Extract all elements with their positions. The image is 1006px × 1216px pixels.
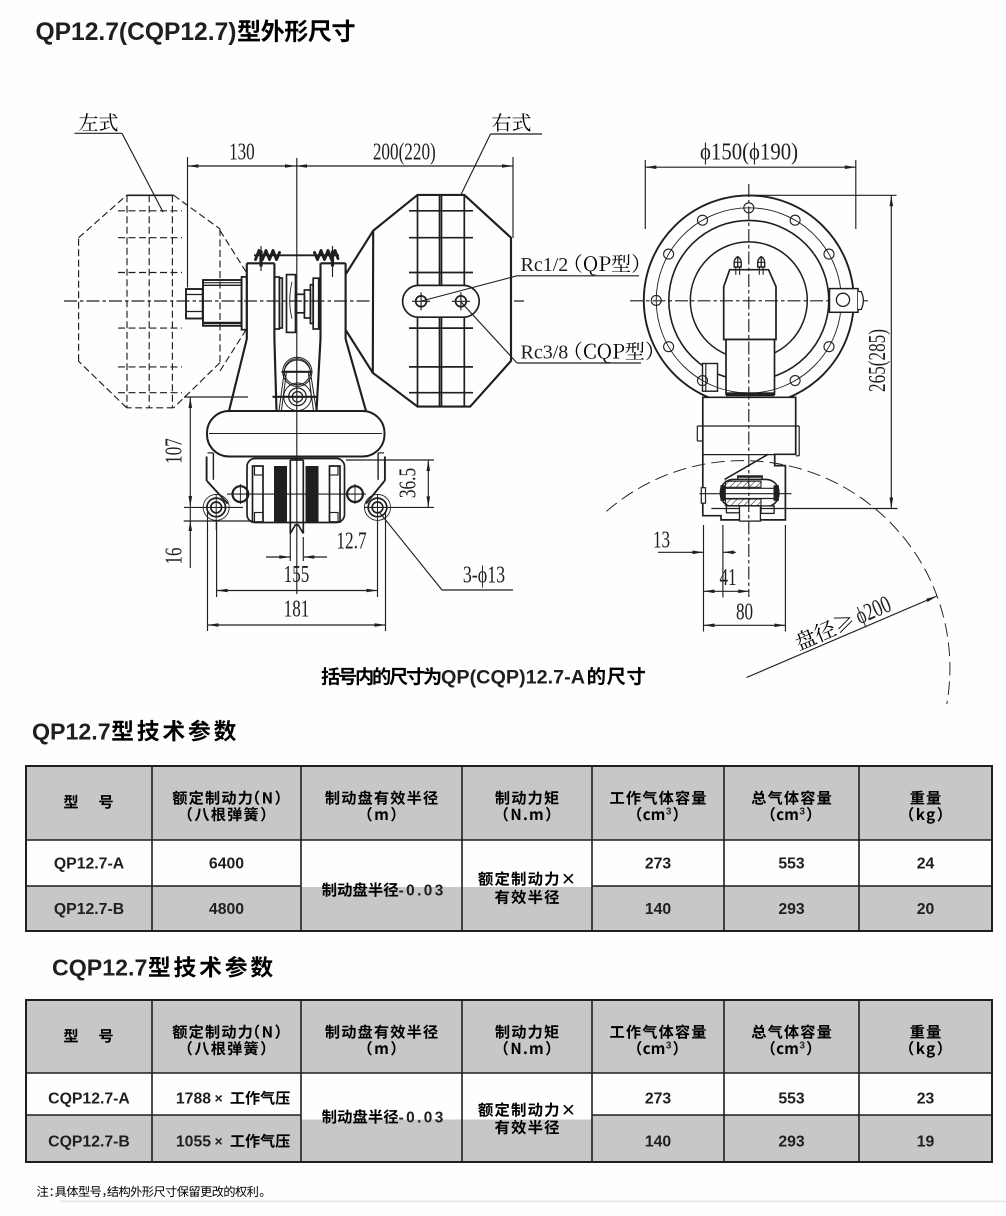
- svg-text:23: 23: [917, 1091, 935, 1108]
- svg-text:3: 3: [799, 1041, 805, 1052]
- svg-text:QP12.7(CQP12.7): QP12.7(CQP12.7): [36, 19, 237, 46]
- svg-text:QP12.7-A: QP12.7-A: [54, 856, 124, 873]
- svg-text:1055: 1055: [176, 1134, 211, 1151]
- svg-text:41: 41: [719, 564, 736, 591]
- svg-text:155: 155: [284, 561, 310, 588]
- svg-text:36.5: 36.5: [395, 468, 422, 498]
- svg-text:Rc1/2: Rc1/2: [521, 254, 569, 276]
- svg-text:CQP12.7: CQP12.7: [52, 955, 147, 981]
- svg-text:CQP12.7-A: CQP12.7-A: [48, 1091, 130, 1108]
- svg-text:6400: 6400: [209, 856, 244, 873]
- svg-text:130: 130: [229, 139, 255, 166]
- svg-text:200(220): 200(220): [373, 139, 436, 166]
- svg-text:QP12.7-B: QP12.7-B: [54, 901, 124, 918]
- svg-text:293: 293: [778, 1134, 805, 1151]
- svg-text:QP12.7: QP12.7: [32, 719, 111, 745]
- svg-text:80: 80: [736, 599, 753, 626]
- svg-text:×: ×: [215, 1090, 223, 1106]
- svg-text:1788: 1788: [176, 1091, 211, 1108]
- svg-text:273: 273: [645, 1091, 672, 1108]
- svg-text:20: 20: [917, 901, 935, 918]
- svg-text:16: 16: [161, 547, 188, 564]
- svg-text:-0.03: -0.03: [399, 883, 446, 900]
- svg-text:Rc3/8: Rc3/8: [521, 342, 569, 364]
- svg-text:×: ×: [215, 1133, 223, 1149]
- svg-text:293: 293: [778, 901, 805, 918]
- svg-text:140: 140: [645, 901, 672, 918]
- svg-text:181: 181: [284, 596, 310, 623]
- svg-text:ϕ150(ϕ190): ϕ150(ϕ190): [700, 139, 798, 166]
- svg-text:265(285): 265(285): [864, 329, 891, 392]
- svg-text:24: 24: [917, 856, 935, 873]
- svg-text:3: 3: [799, 807, 805, 818]
- svg-text:3-ϕ13: 3-ϕ13: [463, 562, 505, 589]
- svg-text:CQP12.7-B: CQP12.7-B: [48, 1134, 130, 1151]
- svg-text:12.7: 12.7: [336, 528, 366, 555]
- svg-text:4800: 4800: [209, 901, 244, 918]
- svg-text:107: 107: [161, 438, 188, 464]
- svg-text:3: 3: [666, 1041, 672, 1052]
- svg-text:-0.03: -0.03: [399, 1109, 446, 1126]
- svg-text:19: 19: [917, 1134, 935, 1151]
- svg-text:3: 3: [666, 807, 672, 818]
- svg-text:553: 553: [778, 856, 805, 873]
- svg-text:553: 553: [778, 1091, 805, 1108]
- svg-text:273: 273: [645, 856, 672, 873]
- svg-text:13: 13: [653, 527, 670, 554]
- svg-text:QP(CQP)12.7-A: QP(CQP)12.7-A: [441, 667, 585, 689]
- svg-text:140: 140: [645, 1134, 672, 1151]
